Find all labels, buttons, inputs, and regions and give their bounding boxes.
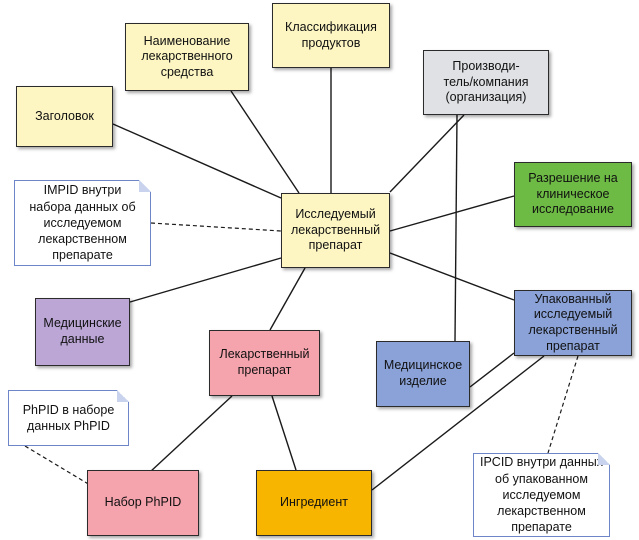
node-medical-device[interactable]: Медицинское изделие [376, 341, 470, 407]
edge-investigational-medicaldata [129, 257, 282, 303]
node-medicinal-product[interactable]: Лекарственный препарат [209, 330, 320, 396]
note-phpid: PhPID в наборе данных PhPID [8, 390, 129, 446]
edge-packaged-ingredient [371, 355, 545, 491]
note-fold-icon [598, 453, 610, 465]
note-link-impid [150, 222, 282, 232]
node-manufacturer[interactable]: Производи- тель/компания (организация) [423, 50, 549, 115]
edge-medicinal-phpid [149, 395, 233, 473]
node-clinical-trial-authorization[interactable]: Разрешение на клиническое исследование [514, 162, 632, 227]
edge-investigational-packaged [389, 252, 515, 301]
note-fold-icon [117, 390, 129, 402]
note-impid: IMPID внутри набора данных об исследуемо… [14, 180, 151, 266]
edge-drugname-investigational [230, 90, 300, 194]
note-fold-icon [139, 180, 151, 192]
node-product-classification[interactable]: Классификация продуктов [272, 3, 390, 68]
node-phpid-set[interactable]: Набор PhPID [87, 470, 199, 536]
node-ingredient[interactable]: Ингредиент [256, 470, 372, 536]
note-ipcid: IPCID внутри данных об упакованном иссле… [473, 453, 610, 537]
node-investigational-product[interactable]: Исследуемый лекарственный препарат [281, 193, 390, 268]
edge-packaged-device [469, 352, 515, 388]
edge-header-investigational [112, 123, 282, 199]
edge-manufacturer-device [454, 114, 458, 342]
node-drug-name[interactable]: Наименование лекарственного средства [125, 23, 249, 91]
edge-manufacturer-investigational [389, 114, 465, 193]
node-packaged-investigational-product[interactable]: Упакованный исследуемый лекарственный пр… [514, 290, 632, 356]
edge-medicinal-ingredient [271, 395, 297, 471]
note-link-phpid [24, 445, 91, 486]
node-header[interactable]: Заголовок [16, 86, 113, 147]
note-link-ipcid [547, 355, 579, 454]
edge-authorization-investigational [389, 195, 515, 232]
edge-investigational-medicinal [269, 267, 306, 331]
node-medical-data[interactable]: Медицинские данные [35, 298, 130, 366]
